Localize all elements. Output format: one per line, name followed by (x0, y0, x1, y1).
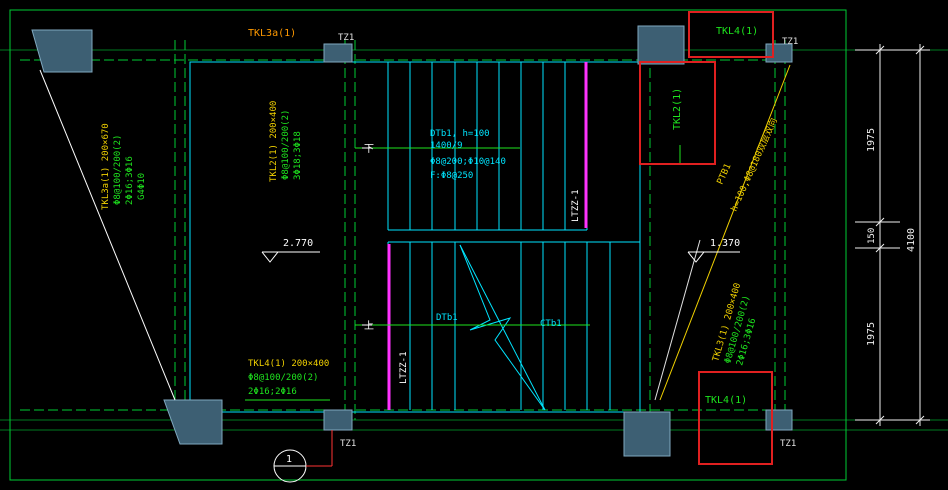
label-dim-150: 150 (867, 228, 877, 244)
label-tkl3a-left-4: G4Φ10 (137, 173, 147, 200)
label-tkl3a-left-1: TKL3a(1) 200×670 (101, 123, 111, 210)
label-ltzz-top: LTZZ-1 (571, 189, 581, 222)
label-tkl4-bottom-3: 2Φ16;2Φ16 (248, 387, 297, 397)
elevation-markers (261, 251, 740, 263)
leader-lines (245, 145, 681, 401)
label-tz1-bottom-left: TZ1 (340, 439, 356, 449)
label-tkl4-bottom-1: TKL4(1) 200×400 (248, 359, 329, 369)
label-dim-4100: 4100 (906, 228, 917, 252)
label-tkl3a-left-2: Φ8@100/200(2) (113, 135, 123, 205)
label-dtb1-top-1: DTb1, h=100 (430, 129, 490, 139)
column-top-right-mid (637, 25, 685, 65)
label-dim-1975-top: 1975 (866, 128, 877, 152)
label-dtb1-top-4: F:Φ8@250 (430, 171, 473, 181)
column-bottom-mid (623, 411, 671, 457)
label-tkl4-top-right: TKL4(1) (716, 26, 758, 37)
column-tz1-bottom-left (323, 409, 353, 431)
label-dtb1-top-3: Φ8@200;Φ10@140 (430, 157, 506, 167)
column-top-left (31, 29, 93, 73)
label-dtb1-mid: DTb1 (436, 313, 458, 323)
column-tz1-bottom-right (765, 409, 793, 431)
arrow-down-mark: 下 (364, 144, 374, 155)
label-elev-right: 1.370 (710, 238, 740, 249)
label-dtb1-top-2: 1400/9 (430, 141, 463, 151)
column-tz1-top-left (323, 43, 353, 63)
stair-direction-marks: 下 上 (362, 144, 374, 332)
stair-walls (387, 62, 588, 410)
label-tkl4-bottom-2: Φ8@100/200(2) (248, 373, 318, 383)
section-mark-number: 1 (286, 454, 292, 465)
arrow-up-mark: 上 (364, 320, 374, 332)
label-tkl4-bottom-right: TKL4(1) (705, 395, 747, 406)
label-dim-1975-bottom: 1975 (866, 322, 877, 346)
label-tkl2-left-1: TKL2(1) 200×400 (269, 101, 279, 182)
label-tz1-bottom-right: TZ1 (780, 439, 796, 449)
label-elev-left: 2.770 (283, 238, 313, 249)
label-tkl3a-left-3: 2Φ16;3Φ16 (125, 156, 135, 205)
label-tkl2-right: TKL2(1) (672, 88, 683, 130)
label-ptb1-1: PTB1 (716, 162, 734, 186)
label-tz1-top-left: TZ1 (338, 33, 354, 43)
beam-outlines (20, 40, 790, 420)
label-ltzz-bottom: LTZZ-1 (399, 351, 409, 384)
label-tkl2-left-3: 3Φ18;3Φ18 (293, 131, 303, 180)
label-ctb1-mid: CTb1 (540, 319, 562, 329)
section-mark: 1 (273, 430, 333, 483)
label-ptb1-2: h=100,Φ8@180双层双向 (728, 116, 780, 213)
highlight-box-bottom-right (698, 371, 773, 465)
label-tkl2-left-2: Φ8@100/200(2) (281, 110, 291, 180)
diagonal-lines (39, 64, 791, 401)
highlight-box-tkl2 (639, 61, 716, 165)
dimension-lines (855, 44, 930, 426)
column-bottom-left (163, 399, 223, 445)
label-tkl3a-top: TKL3a(1) (248, 28, 296, 39)
annotation-labels: TKL3a(1) TZ1 TKL4(1) TZ1 TKL2(1) DTb1, h… (101, 26, 917, 449)
label-tz1-top-right: TZ1 (782, 37, 798, 47)
highlight-box-top-right (688, 11, 774, 58)
highlight-boxes (639, 11, 774, 465)
